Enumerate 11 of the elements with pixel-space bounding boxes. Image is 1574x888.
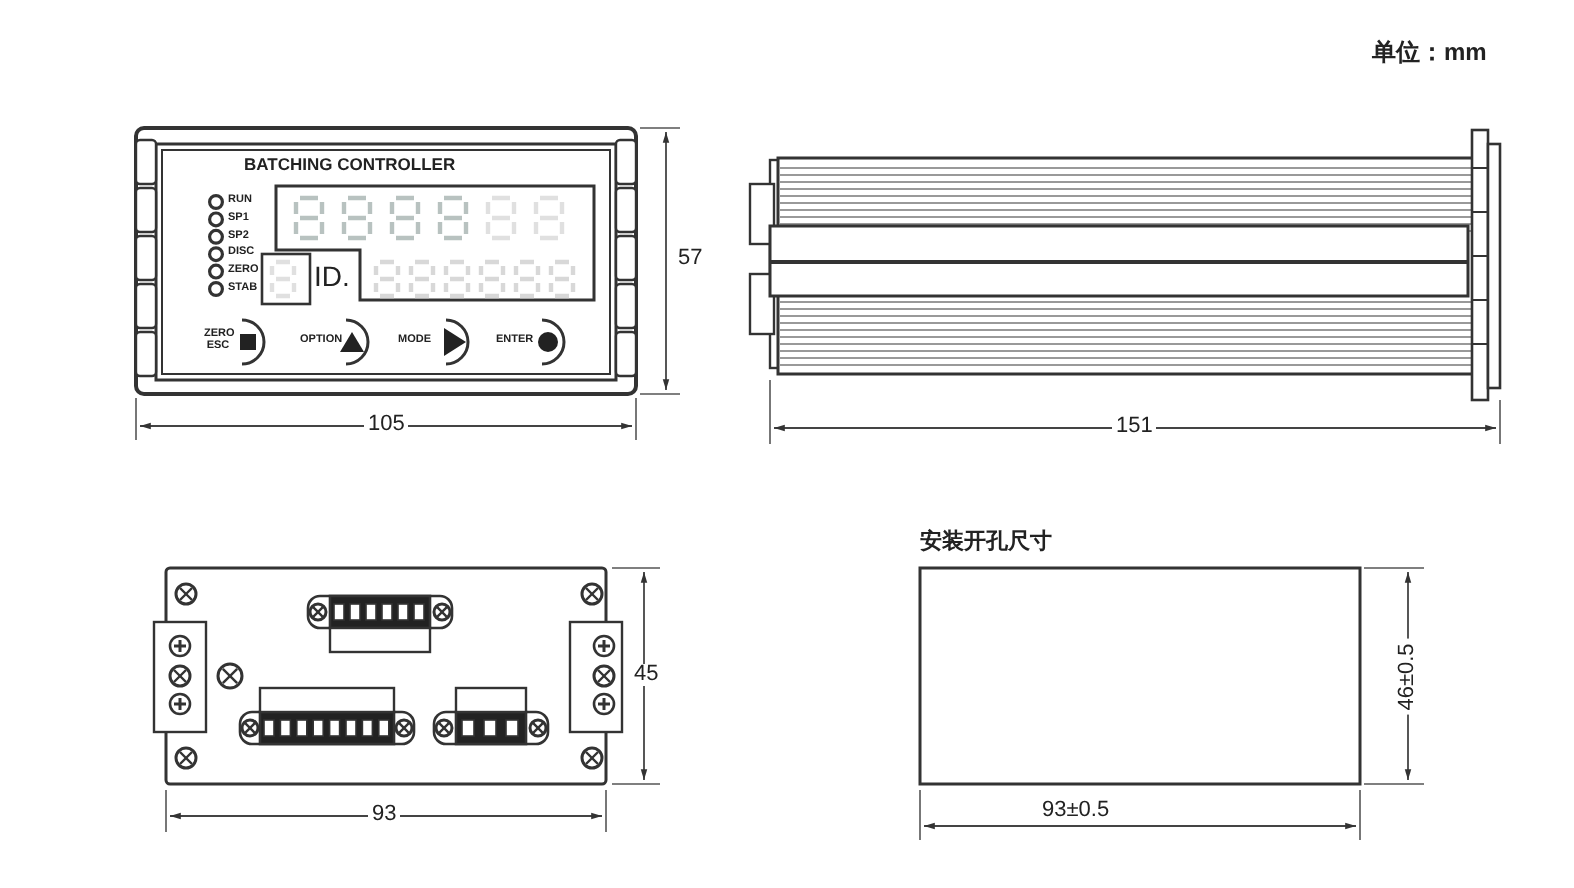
dimension-label: 57: [674, 248, 707, 270]
dimension-label: 151: [1112, 416, 1157, 438]
display-label: ID.: [314, 262, 350, 290]
dimension-label: 93±0.5: [1038, 800, 1114, 822]
section-heading: 安装开孔尺寸: [920, 532, 1052, 554]
dimension-label: 45: [630, 664, 663, 686]
dimension-label: 46±0.5: [1396, 638, 1419, 714]
dimension-label: 93: [368, 804, 401, 826]
dimension-label: 105: [364, 414, 409, 436]
unit-note: 单位：mm: [1372, 40, 1487, 64]
panel-title: BATCHING CONTROLLER: [244, 156, 456, 173]
